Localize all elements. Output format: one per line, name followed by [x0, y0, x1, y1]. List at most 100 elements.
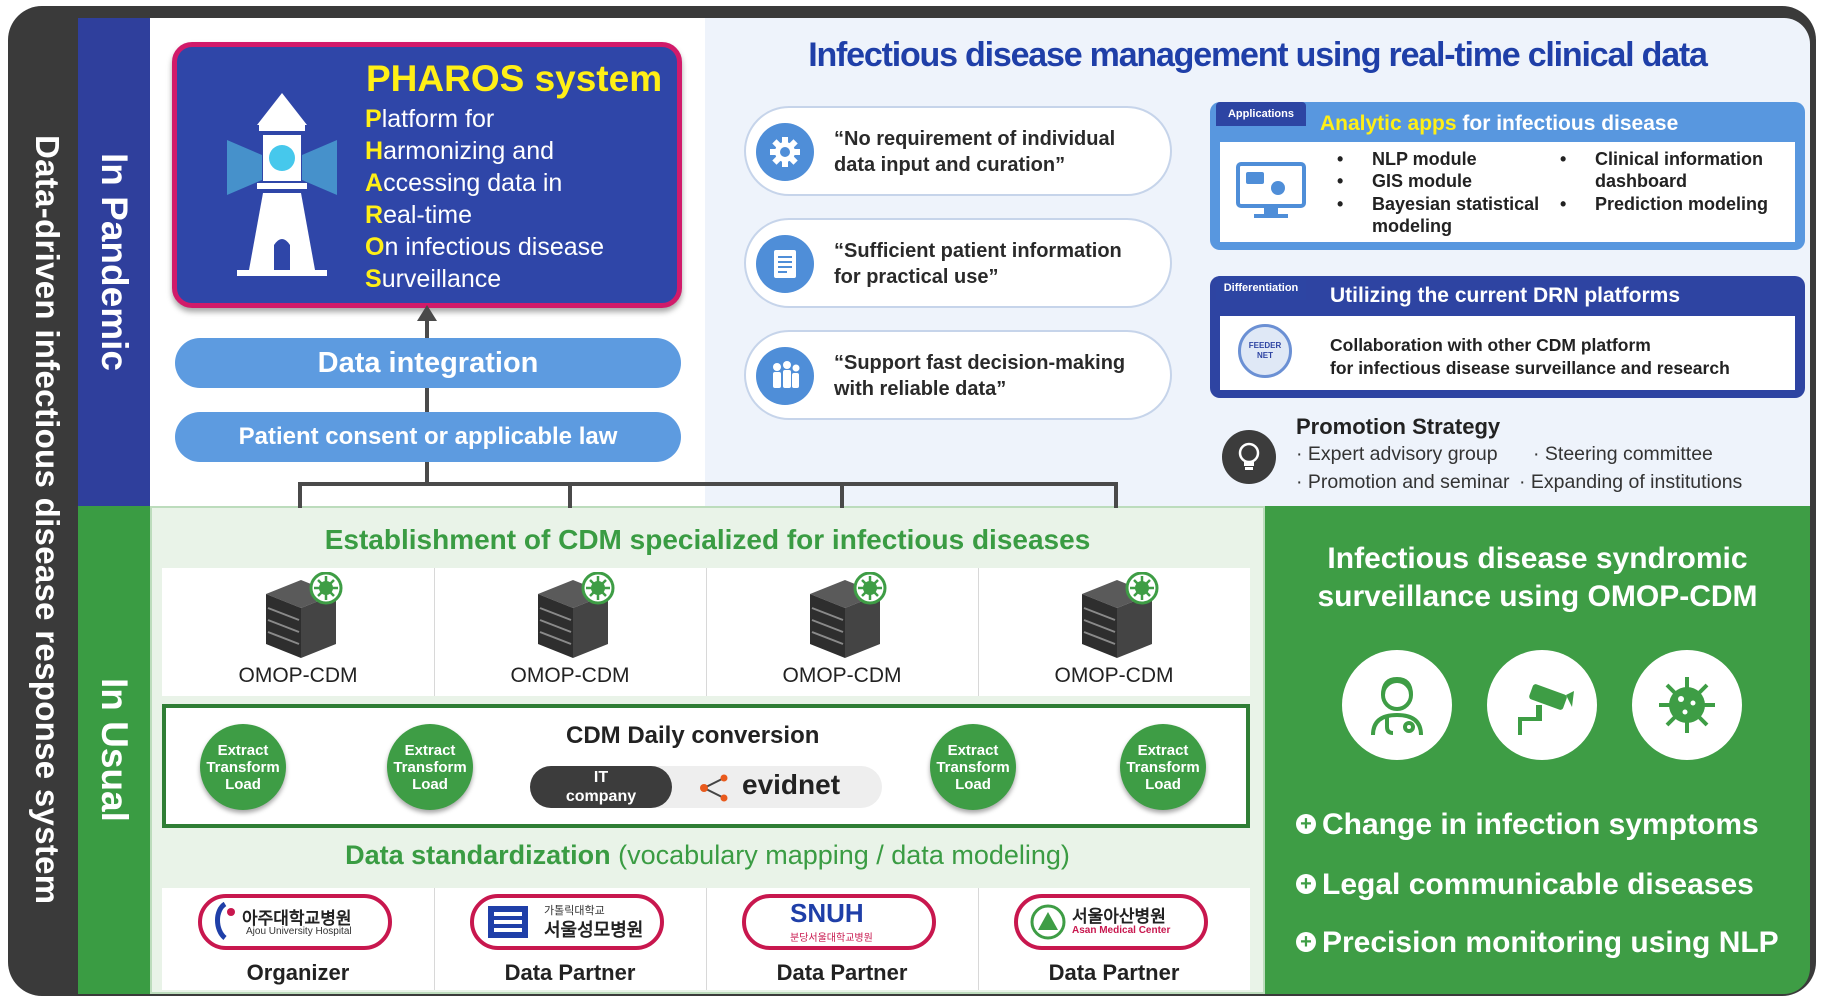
band-in-usual: In Usual	[78, 506, 150, 994]
evidnet-label: evidnet	[742, 769, 841, 800]
promotion-item: · Expert advisory group	[1296, 443, 1498, 465]
feedernet-logo: FEEDER NET	[1238, 324, 1292, 378]
omop-cdm-label: OMOP-CDM	[782, 664, 902, 687]
standardization-title: Data standardization (vocabulary mapping…	[345, 840, 1070, 870]
virus-icon	[1632, 650, 1742, 760]
plus-icon: +	[1296, 874, 1316, 894]
doctor-icon	[1342, 650, 1452, 760]
patient-consent-pill: Patient consent or applicable law	[175, 412, 681, 462]
divider	[978, 888, 979, 990]
ajou-hospital-logo: 아주대학교병원 Ajou University Hospital	[198, 894, 392, 950]
connector-line	[840, 482, 844, 508]
hospital-role: Data Partner	[1048, 960, 1180, 985]
asan-medical-center-logo: 서울아산병원 Asan Medical Center	[1014, 894, 1208, 950]
analytic-apps-header: Analytic apps for infectious disease	[1320, 112, 1679, 135]
divider	[434, 888, 435, 990]
app-item: Bayesian statistical modeling	[1337, 193, 1539, 237]
evidnet-logo-icon	[700, 774, 728, 802]
hospital-row: 아주대학교병원 Ajou University Hospital Organiz…	[162, 888, 1250, 990]
server-icon	[538, 572, 615, 658]
divider	[434, 568, 435, 696]
cctv-camera-icon	[1487, 650, 1597, 760]
pharos-title: PHAROS system	[366, 58, 663, 99]
connector-line	[425, 388, 429, 414]
app-item: NLP module	[1337, 148, 1477, 170]
server-cell: OMOP-CDM	[706, 568, 978, 696]
monitor-icon	[1236, 162, 1306, 218]
connector-line	[568, 482, 572, 508]
hospital-cell: 가톨릭대학교 서울성모병원 Data Partner	[434, 888, 706, 990]
connector-line	[298, 482, 1118, 486]
connector-line	[425, 460, 429, 484]
it-company-label: IT company	[530, 766, 672, 808]
promotion-item: · Promotion and seminar	[1296, 471, 1510, 493]
server-cell: OMOP-CDM	[162, 568, 434, 696]
main-title: Infectious disease management using real…	[808, 36, 1708, 74]
plus-icon: +	[1296, 814, 1316, 834]
divider	[706, 568, 707, 696]
side-title: Data-driven infectious disease response …	[29, 135, 66, 905]
hospital-cell: 서울아산병원 Asan Medical Center Data Partner	[978, 888, 1250, 990]
omop-cdm-label: OMOP-CDM	[1054, 664, 1174, 687]
hospital-role: Data Partner	[776, 960, 908, 985]
cdm-title: Establishment of CDM specialized for inf…	[324, 524, 1091, 555]
gear-icon	[756, 123, 814, 181]
divider	[706, 888, 707, 990]
server-cell: OMOP-CDM	[978, 568, 1250, 696]
app-item: GIS module	[1337, 170, 1472, 192]
pharos-acronym: Platform for Harmonizing and Accessing d…	[365, 103, 604, 295]
surveillance-point: +Legal communicable diseases	[1296, 868, 1754, 902]
pharos-line: Harmonizing and	[365, 137, 554, 165]
arrow-up-icon	[417, 305, 437, 321]
connector-line	[1114, 482, 1118, 508]
app-item: Prediction modeling	[1560, 193, 1768, 215]
app-item: Clinical information dashboard	[1560, 148, 1763, 192]
drn-box: Utilizing the current DRN platforms FEED…	[1210, 276, 1805, 398]
drn-header: Utilizing the current DRN platforms	[1330, 284, 1681, 307]
hospital-cell: 아주대학교병원 Ajou University Hospital Organiz…	[162, 888, 434, 990]
data-integration-pill: Data integration	[175, 338, 681, 388]
hospital-cell: SNUH 분당서울대학교병원 Data Partner	[706, 888, 978, 990]
server-icon	[266, 572, 343, 658]
promotion-title: Promotion Strategy	[1296, 414, 1501, 439]
hospital-role: Data Partner	[504, 960, 636, 985]
promotion-item: · Steering committee	[1533, 443, 1713, 465]
differentiation-tag: Differentiation	[1216, 276, 1306, 300]
applications-tag: Applications	[1216, 102, 1306, 126]
server-icon	[810, 572, 887, 658]
pharos-line: Real-time	[365, 201, 472, 229]
hospital-role: Organizer	[246, 960, 350, 985]
band-in-pandemic: In Pandemic	[78, 18, 150, 506]
server-icon	[1082, 572, 1159, 658]
drn-body	[1220, 316, 1795, 390]
surveillance-point: +Precision monitoring using NLP	[1296, 926, 1779, 960]
st-mary-hospital-logo: 가톨릭대학교 서울성모병원	[470, 894, 664, 950]
promotion-item: · Expanding of institutions	[1519, 471, 1743, 493]
server-cell: OMOP-CDM	[434, 568, 706, 696]
pharos-line: On infectious disease	[365, 233, 605, 261]
document-icon	[756, 235, 814, 293]
pharos-line: Surveillance	[365, 265, 502, 293]
plus-icon: +	[1296, 932, 1316, 952]
pharos-line: Platform for	[365, 105, 495, 133]
omop-cdm-label: OMOP-CDM	[510, 664, 630, 687]
surveillance-point: +Change in infection symptoms	[1296, 808, 1759, 842]
pharos-line: Accessing data in	[365, 169, 563, 197]
it-company-pill: IT company evidnet	[530, 766, 882, 808]
snuh-logo: SNUH 분당서울대학교병원	[742, 894, 936, 950]
lighthouse-icon	[227, 93, 337, 276]
omop-cdm-label: OMOP-CDM	[238, 664, 358, 687]
connector-line	[298, 482, 302, 508]
divider	[978, 568, 979, 696]
